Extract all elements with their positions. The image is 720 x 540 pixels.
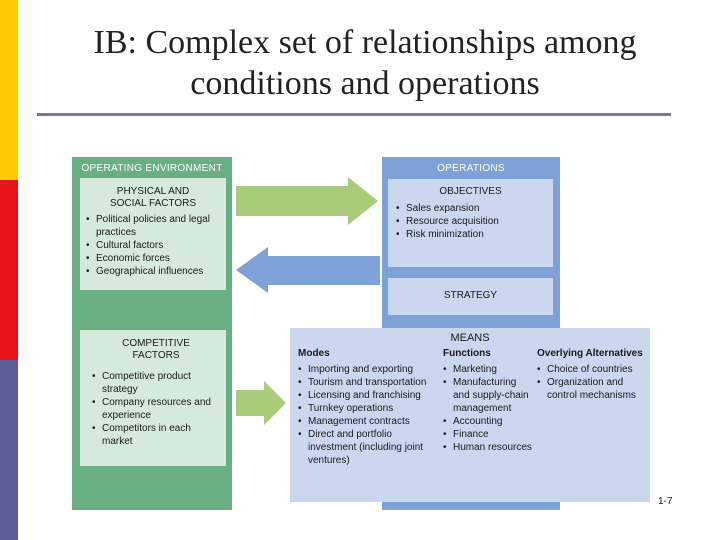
list-item: Licensing and franchising [298, 389, 438, 402]
list-item: Direct and portfolio investment (includi… [298, 428, 438, 467]
functions-list: Marketing Manufacturing and supply-chain… [443, 363, 535, 454]
slide-title-line-2: conditions and operations [190, 65, 540, 102]
list-item: Management contracts [298, 415, 438, 428]
list-item: Marketing [443, 363, 535, 376]
competitive-title-line-2: FACTORS [132, 350, 180, 361]
modes-list: Importing and exporting Tourism and tran… [298, 363, 438, 467]
modes-column: Modes Importing and exporting Tourism an… [298, 347, 438, 467]
list-item: Economic forces [86, 252, 220, 265]
physical-title-line-1: PHYSICAL AND [116, 186, 190, 197]
list-item: Turnkey operations [298, 402, 438, 415]
functions-title: Functions [443, 348, 491, 359]
operating-environment-panel: OPERATING ENVIRONMENT PHYSICAL AND SOCIA… [72, 157, 232, 510]
competitive-factors-list: Competitive product strategy Company res… [92, 370, 220, 448]
list-item: Geographical influences [86, 265, 220, 278]
slide-title-line-1: IB: Complex set of relationships among [93, 24, 637, 61]
list-item: Accounting [443, 415, 535, 428]
accent-bar-yellow [0, 0, 18, 180]
physical-social-factors-box: PHYSICAL AND SOCIAL FACTORS Political po… [80, 178, 226, 290]
functions-column: Functions Marketing Manufacturing and su… [443, 347, 535, 454]
title-divider [37, 113, 671, 116]
list-item: Competitors in each market [92, 422, 220, 448]
list-item: Human resources [443, 441, 535, 454]
physical-title-line-2: SOCIAL FACTORS [109, 198, 197, 209]
means-box: MEANS Modes Importing and exporting Tour… [290, 328, 650, 502]
competitive-to-means-arrow [236, 381, 286, 425]
competitive-factors-title: COMPETITIVE FACTORS [92, 338, 220, 362]
list-item: Choice of countries [537, 363, 647, 376]
objectives-list: Sales expansion Resource acquisition Ris… [396, 202, 545, 241]
means-title: MEANS [450, 332, 490, 344]
strategy-label: STRATEGY [443, 290, 498, 301]
slide-number: 1-7 [658, 496, 673, 507]
list-item: Sales expansion [396, 202, 545, 215]
accent-bar-purple [0, 360, 18, 540]
list-item: Finance [443, 428, 535, 441]
overlying-alternatives-list: Choice of countries Organization and con… [537, 363, 647, 402]
list-item: Tourism and transportation [298, 376, 438, 389]
operations-header: OPERATIONS [437, 163, 505, 174]
competitive-title-line-1: COMPETITIVE [122, 338, 190, 349]
strategy-box: STRATEGY [388, 278, 553, 315]
modes-title: Modes [298, 348, 330, 359]
physical-factors-list: Political policies and legal practices C… [86, 213, 220, 278]
list-item: Cultural factors [86, 239, 220, 252]
overlying-alternatives-title: Overlying Alternatives [537, 348, 643, 359]
accent-bar-red [0, 180, 18, 360]
overlying-alternatives-column: Overlying Alternatives Choice of countri… [537, 347, 647, 402]
environment-to-objectives-arrow [236, 177, 378, 225]
list-item: Importing and exporting [298, 363, 438, 376]
list-item: Organization and control mechanisms [537, 376, 647, 402]
slide-title: IB: Complex set of relationships among c… [30, 22, 700, 104]
list-item: Company resources and experience [92, 396, 220, 422]
strategy-to-environment-arrow [236, 247, 380, 293]
objectives-title: OBJECTIVES [439, 186, 502, 197]
list-item: Risk minimization [396, 228, 545, 241]
list-item: Resource acquisition [396, 215, 545, 228]
objectives-box: OBJECTIVES Sales expansion Resource acqu… [388, 179, 553, 267]
physical-social-factors-title: PHYSICAL AND SOCIAL FACTORS [86, 186, 220, 210]
list-item: Political policies and legal practices [86, 213, 220, 239]
list-item: Manufacturing and supply-chain managemen… [443, 376, 535, 415]
competitive-factors-box: COMPETITIVE FACTORS Competitive product … [80, 330, 226, 466]
operating-environment-header: OPERATING ENVIRONMENT [81, 163, 223, 174]
list-item: Competitive product strategy [92, 370, 220, 396]
